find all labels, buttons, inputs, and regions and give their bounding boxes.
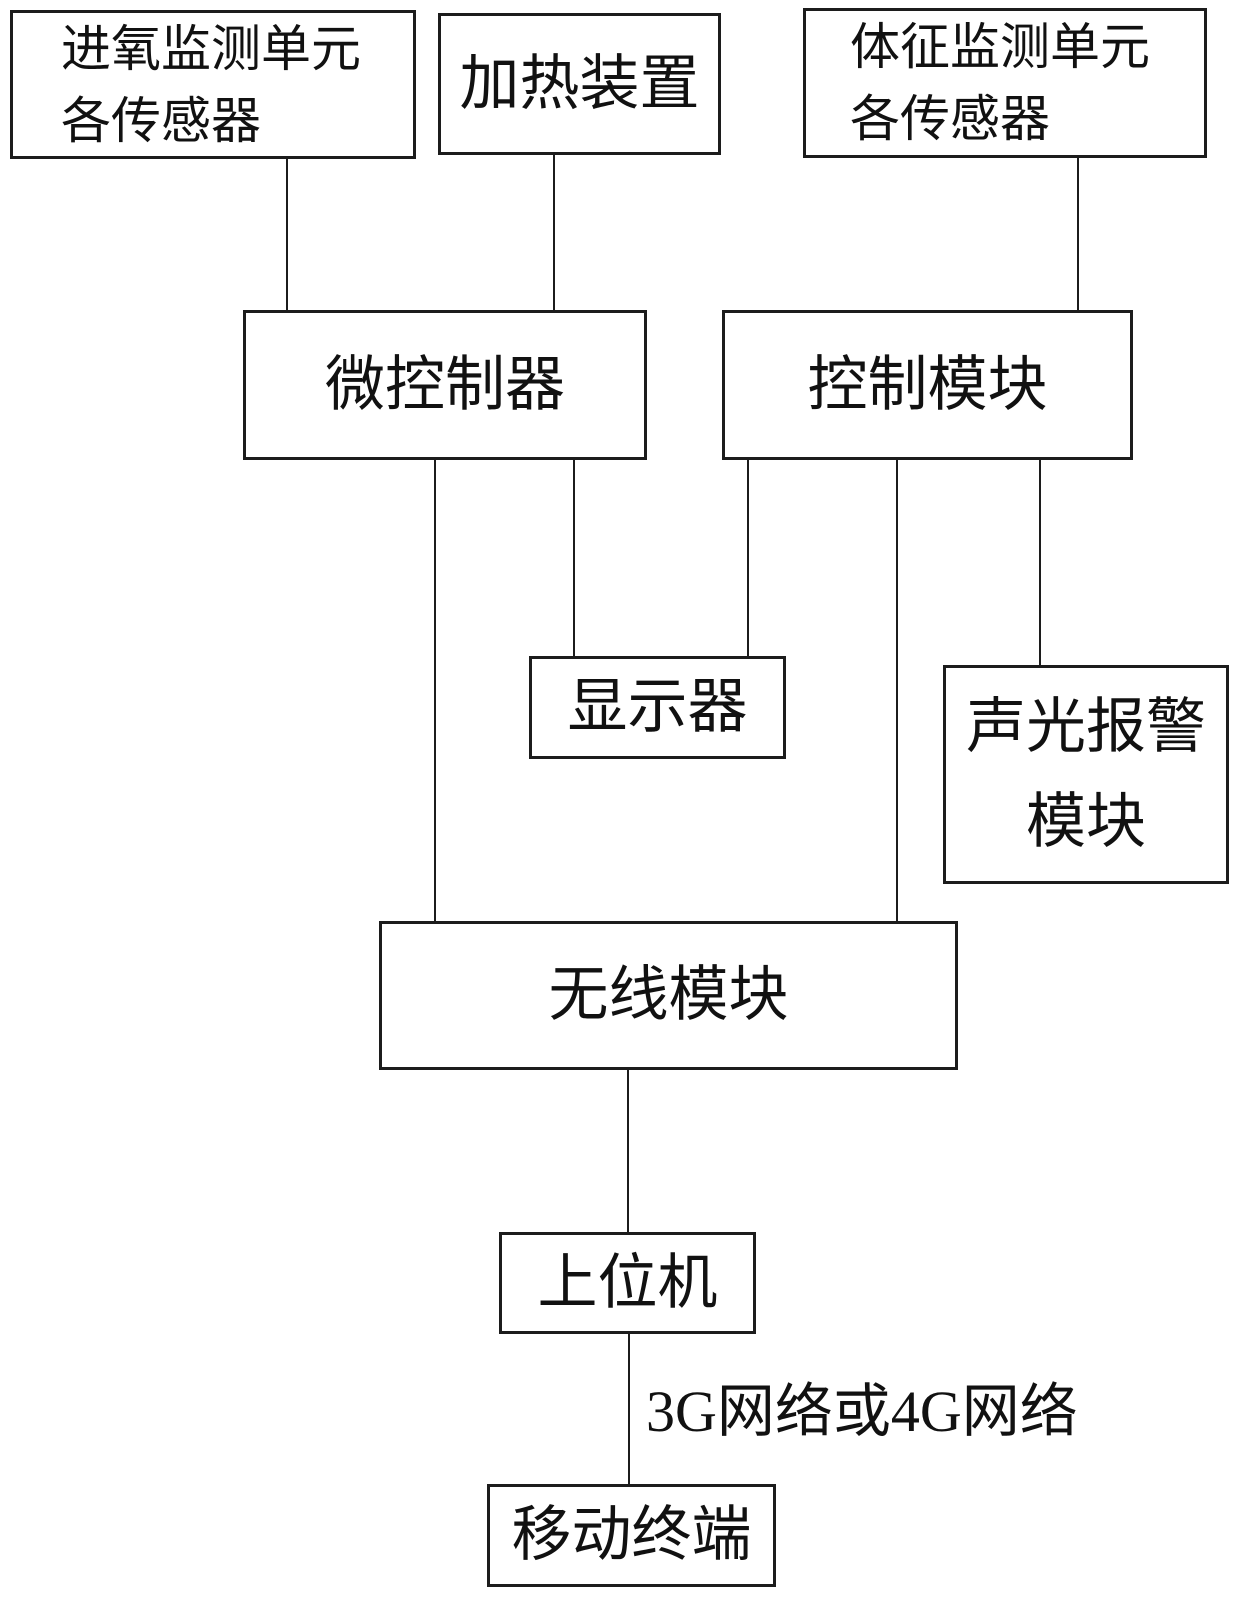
box-host-label: 上位机 [537,1249,718,1316]
connector-control-module-to-alarm [1039,459,1041,665]
box-host-computer: 上位机 [499,1232,756,1334]
connector-control-module-to-display [747,459,749,656]
box-display: 显示器 [529,656,786,759]
box-heating-device: 加热装置 [438,13,721,155]
connector-oxygen-to-microcontroller [286,159,288,310]
box-control-module: 控制模块 [722,310,1133,460]
box-display-label: 显示器 [567,674,748,740]
box-alarm-line2: 模块 [1026,788,1146,855]
connector-control-module-to-wireless [896,459,898,921]
box-oxygen-line2: 各传感器 [61,92,261,149]
connector-wireless-to-host [627,1069,629,1232]
box-vital-line1: 体征监测单元 [850,19,1150,75]
box-mobile-terminal: 移动终端 [487,1484,776,1587]
connector-host-to-mobile [628,1333,630,1484]
box-wireless-module: 无线模块 [379,921,958,1070]
box-vital-sign-monitoring-sensors: 体征监测单元 各传感器 [803,8,1207,158]
network-edge-label: 3G网络或4G网络 [646,1379,1078,1444]
box-vital-line2: 各传感器 [850,91,1050,147]
box-control-module-label: 控制模块 [807,351,1048,418]
connector-vital-to-control-module [1077,158,1079,310]
box-oxygen-monitoring-sensors: 进氧监测单元 各传感器 [10,10,416,159]
box-sound-light-alarm-module: 声光报警 模块 [943,665,1229,884]
box-microcontroller-label: 微控制器 [325,351,565,418]
connector-microcontroller-to-display [573,460,575,656]
connector-heating-to-microcontroller [553,154,555,310]
box-mobile-label: 移动终端 [511,1502,752,1568]
box-microcontroller: 微控制器 [243,310,647,460]
box-oxygen-line1: 进氧监测单元 [61,20,361,77]
box-alarm-line1: 声光报警 [966,693,1206,760]
box-wireless-label: 无线模块 [548,962,789,1028]
connector-microcontroller-to-wireless [434,460,436,921]
box-heating-label: 加热装置 [459,50,700,117]
